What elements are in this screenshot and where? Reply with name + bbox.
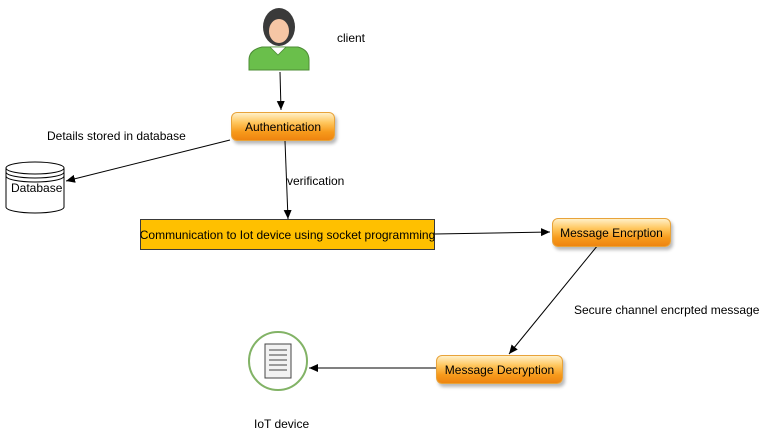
communication-node[interactable]: Communication to Iot device using socket… xyxy=(140,219,435,250)
database-label: Database xyxy=(11,181,63,195)
client-label: client xyxy=(337,31,366,45)
details-stored-label: Details stored in database xyxy=(47,129,186,143)
edge-authentication-to-communication xyxy=(283,140,292,220)
secure-channel-label: Secure channel encrpted message xyxy=(574,303,760,317)
authentication-node[interactable]: Authentication xyxy=(231,112,335,141)
message-decryption-node[interactable]: Message Decryption xyxy=(436,355,563,384)
message-encryption-node[interactable]: Message Encrption xyxy=(552,218,671,247)
edge-communication-to-encryption xyxy=(434,228,551,237)
edge-encryption-to-decryption xyxy=(508,244,599,355)
edge-client-to-authentication xyxy=(276,71,285,111)
verification-label: verification xyxy=(287,174,345,188)
edge-authentication-to-database xyxy=(65,139,231,183)
iot-device-label: IoT device xyxy=(254,417,310,431)
